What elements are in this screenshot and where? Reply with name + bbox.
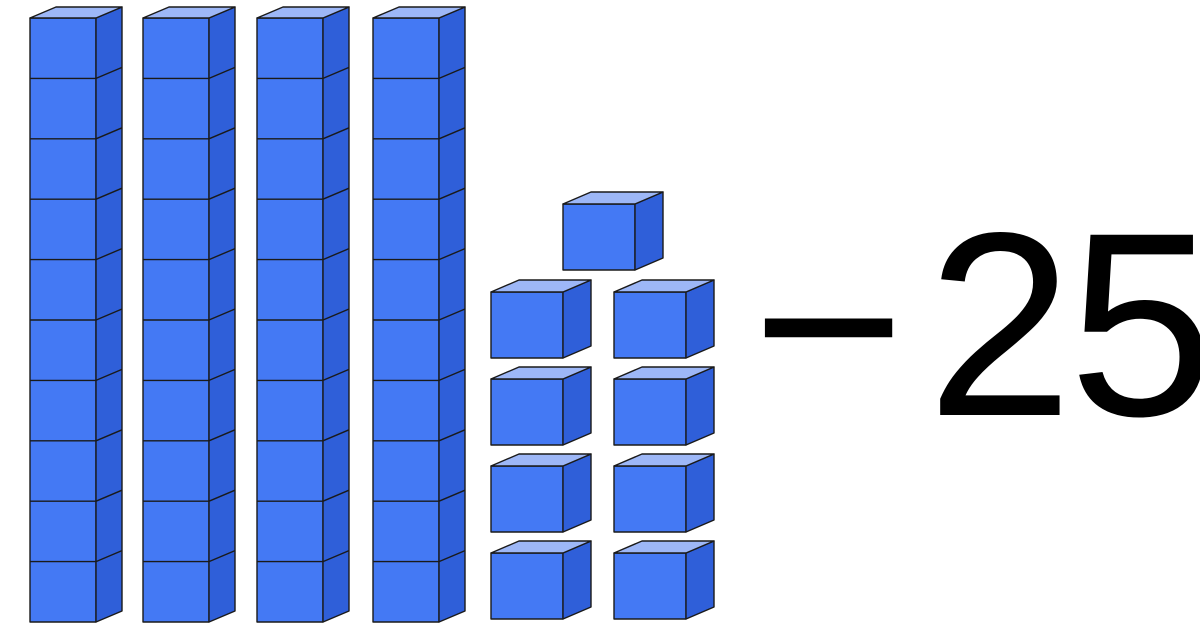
rod-unit-line xyxy=(438,187,466,200)
rod-unit-line xyxy=(438,429,466,442)
cube-top-face xyxy=(613,279,715,293)
cube-side-face xyxy=(685,540,715,620)
unit-cube xyxy=(490,366,592,446)
unit-cube xyxy=(490,453,592,533)
cube-front-face xyxy=(490,552,564,620)
cube-front-face xyxy=(490,465,564,533)
cube-top-face xyxy=(490,366,592,380)
rod-unit-line xyxy=(322,187,350,200)
rod-unit-line xyxy=(208,368,236,382)
rod-unit-line xyxy=(322,308,350,321)
rod-unit-line xyxy=(438,247,466,261)
rod-unit-line xyxy=(438,308,466,321)
rod-top-face xyxy=(142,6,236,19)
cube-side-face xyxy=(685,453,715,533)
tens-rods xyxy=(29,6,466,623)
rod-unit-line xyxy=(95,127,123,140)
rod-unit-line xyxy=(95,368,123,382)
unit-cube xyxy=(490,540,592,620)
rod-unit-line xyxy=(322,429,350,442)
rod-unit-line xyxy=(95,429,123,442)
cube-side-face xyxy=(634,191,664,271)
rod-unit-line xyxy=(438,549,466,563)
cube-front-face xyxy=(490,378,564,446)
cube-front-face xyxy=(613,291,687,359)
unit-cube xyxy=(490,279,592,359)
cube-top-face xyxy=(490,540,592,554)
cube-side-face xyxy=(562,366,592,446)
tens-rod xyxy=(372,6,466,623)
cube-top-face xyxy=(613,366,715,380)
rod-unit-line xyxy=(95,247,123,261)
rod-unit-line xyxy=(208,308,236,321)
rod-unit-line xyxy=(438,66,466,80)
unit-cube xyxy=(613,279,715,359)
rod-unit-line xyxy=(95,549,123,563)
cube-top-face xyxy=(490,279,592,293)
cube-front-face xyxy=(613,465,687,533)
rod-unit-line xyxy=(322,489,350,502)
cube-top-face xyxy=(613,453,715,467)
minus-sign: − xyxy=(752,178,905,471)
rod-unit-line xyxy=(322,247,350,261)
unit-cube xyxy=(562,191,664,271)
unit-cube xyxy=(613,540,715,620)
rod-top-face xyxy=(372,6,466,19)
unit-cube xyxy=(613,366,715,446)
rod-unit-line xyxy=(95,66,123,80)
cube-top-face xyxy=(613,540,715,554)
tens-rod xyxy=(142,6,236,623)
rod-unit-line xyxy=(208,66,236,80)
rod-top-face xyxy=(256,6,350,19)
cube-front-face xyxy=(562,203,636,271)
cube-side-face xyxy=(562,453,592,533)
ones-cubes xyxy=(490,191,715,620)
tens-rod xyxy=(256,6,350,623)
cube-front-face xyxy=(613,552,687,620)
rod-unit-line xyxy=(438,368,466,382)
rod-unit-line xyxy=(208,549,236,563)
rod-unit-line xyxy=(95,308,123,321)
rod-unit-line xyxy=(95,187,123,200)
rod-unit-line xyxy=(208,247,236,261)
rod-unit-line xyxy=(322,549,350,563)
rod-unit-line xyxy=(322,66,350,80)
cube-front-face xyxy=(613,378,687,446)
cube-side-face xyxy=(685,366,715,446)
rod-unit-line xyxy=(208,489,236,502)
rod-unit-line xyxy=(208,187,236,200)
tens-rod xyxy=(29,6,123,623)
cube-top-face xyxy=(490,453,592,467)
rod-unit-line xyxy=(208,127,236,140)
cube-side-face xyxy=(562,279,592,359)
unit-cube xyxy=(613,453,715,533)
cube-side-face xyxy=(562,540,592,620)
rod-top-face xyxy=(29,6,123,19)
rod-unit-line xyxy=(438,127,466,140)
rod-unit-line xyxy=(322,127,350,140)
rod-unit-line xyxy=(438,489,466,502)
cube-side-face xyxy=(685,279,715,359)
cube-front-face xyxy=(490,291,564,359)
rod-unit-line xyxy=(322,368,350,382)
rod-unit-line xyxy=(95,489,123,502)
subtrahend-number: 25 xyxy=(927,178,1200,471)
cube-top-face xyxy=(562,191,664,205)
subtraction-expression: − 25 xyxy=(752,194,1200,456)
rod-unit-line xyxy=(208,429,236,442)
